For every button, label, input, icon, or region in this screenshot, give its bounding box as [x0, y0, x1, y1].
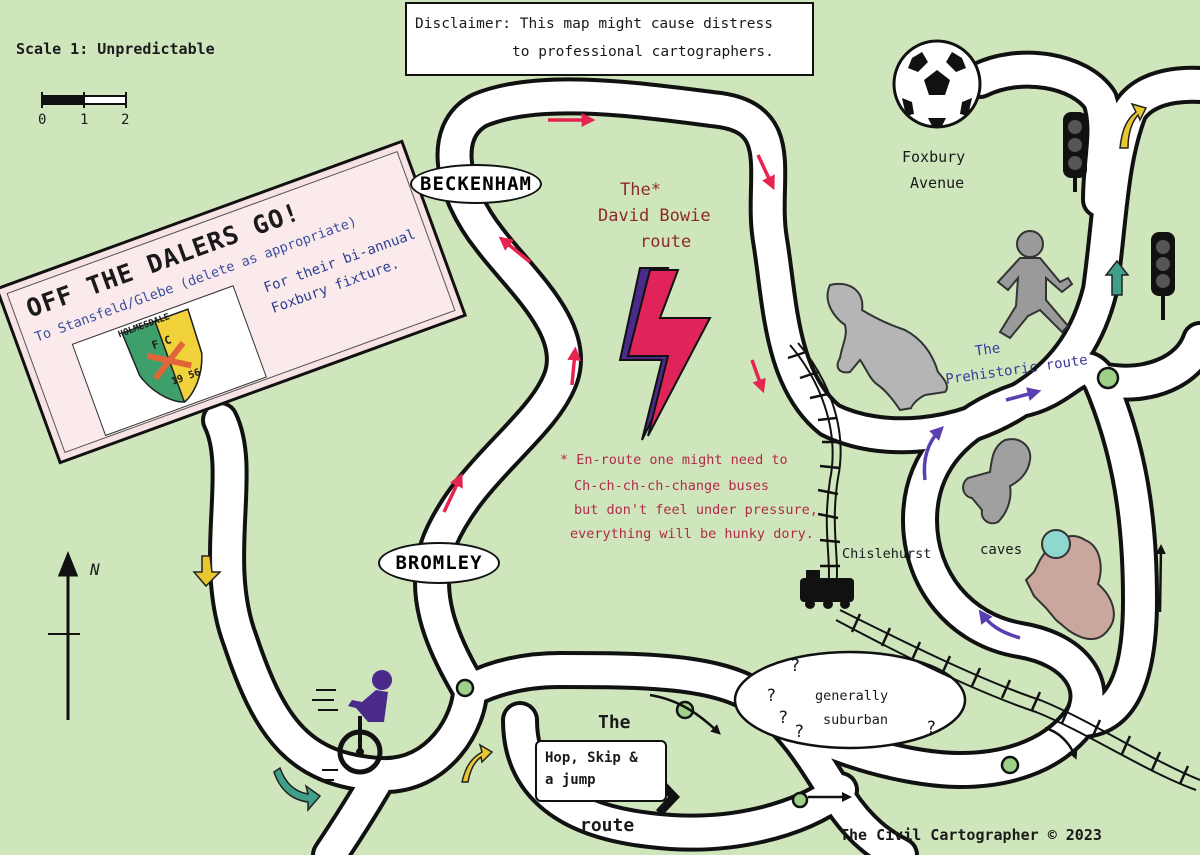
- teal-arrows: [273, 259, 1130, 813]
- dalers-sign: OFF THE DALERS GO! To Stansfeld/Glebe (d…: [0, 139, 468, 465]
- question-mark-icon: ?: [778, 708, 789, 728]
- scale-tick-1: 1: [80, 112, 89, 128]
- unicyclist-icon: [312, 670, 392, 781]
- caveman-icon: [826, 282, 948, 412]
- foxbury-label-1: Foxbury: [902, 148, 966, 166]
- bowie-note-line-4: everything will be hunky dory.: [570, 526, 814, 542]
- bowie-route-title-3: route: [640, 232, 692, 252]
- train-icon: [800, 570, 854, 609]
- crest-icon: [121, 308, 203, 404]
- place-beckenham[interactable]: BECKENHAM: [410, 164, 542, 204]
- yellow-arrows: [192, 102, 1148, 783]
- scale-tick-0: 0: [38, 112, 47, 128]
- hop-route-route: route: [580, 815, 635, 836]
- bowie-note-line-2: Ch-ch-ch-ch-change buses: [574, 478, 770, 494]
- lightning-bolt-icon: [618, 267, 712, 441]
- bowie-route-title-1: The*: [620, 180, 661, 200]
- bowie-note-line-3: but don't feel under pressure,: [574, 502, 818, 518]
- hop-sign-line-1: Hop, Skip &: [545, 750, 638, 766]
- suburban-label-2: suburban: [823, 712, 889, 728]
- bowie-route-title-2: David Bowie: [598, 206, 711, 226]
- prehistoric-route-arrows: [922, 387, 1042, 640]
- disclaimer-box: Disclaimer: This map might cause distres…: [405, 2, 814, 76]
- railway-line: [787, 342, 1200, 791]
- question-mark-icon: ?: [790, 656, 801, 676]
- place-chislehurst[interactable]: Chislehurst: [842, 546, 932, 562]
- scale-bar: [41, 92, 127, 108]
- hop-route-sign: Hop, Skip & a jump: [535, 740, 667, 802]
- cave-creature-icon: [962, 438, 1032, 525]
- suburban-area: [733, 650, 967, 750]
- place-bromley[interactable]: BROMLEY: [378, 542, 500, 584]
- credit: The Civil Cartographer © 2023: [840, 826, 1102, 844]
- foxbury-label-2: Avenue: [910, 174, 965, 192]
- suburban-label-1: generally: [815, 688, 889, 704]
- compass-north-label: N: [90, 560, 100, 579]
- hop-route-the: The: [598, 712, 631, 733]
- question-mark-icon: ?: [766, 686, 777, 706]
- road-arrows: [649, 544, 1166, 802]
- walking-figure-icon: [996, 230, 1074, 340]
- disclaimer-line-1: Disclaimer: This map might cause distres…: [415, 16, 773, 32]
- disclaimer-line-2: to professional cartographers.: [512, 44, 774, 60]
- question-mark-icon: ?: [926, 718, 937, 738]
- bowie-route-arrows: [442, 113, 775, 513]
- traffic-light-icon: [1063, 112, 1087, 192]
- crest-frame: HOLMESDALE F C 19 56: [71, 285, 267, 437]
- roundabouts: [455, 366, 1120, 809]
- place-caves[interactable]: caves: [980, 542, 1023, 558]
- football-icon: [892, 39, 982, 129]
- bowie-note-line-1: * En-route one might need to: [560, 452, 788, 468]
- north-arrow-icon: [48, 550, 80, 720]
- scale-label: Scale 1: Unpredictable: [16, 40, 215, 58]
- question-mark-icon: ?: [794, 722, 805, 742]
- stalactite-icon: [1024, 529, 1115, 640]
- traffic-light-icon: [1151, 232, 1175, 320]
- scale-tick-2: 2: [121, 112, 130, 128]
- hop-sign-line-2: a jump: [545, 772, 596, 788]
